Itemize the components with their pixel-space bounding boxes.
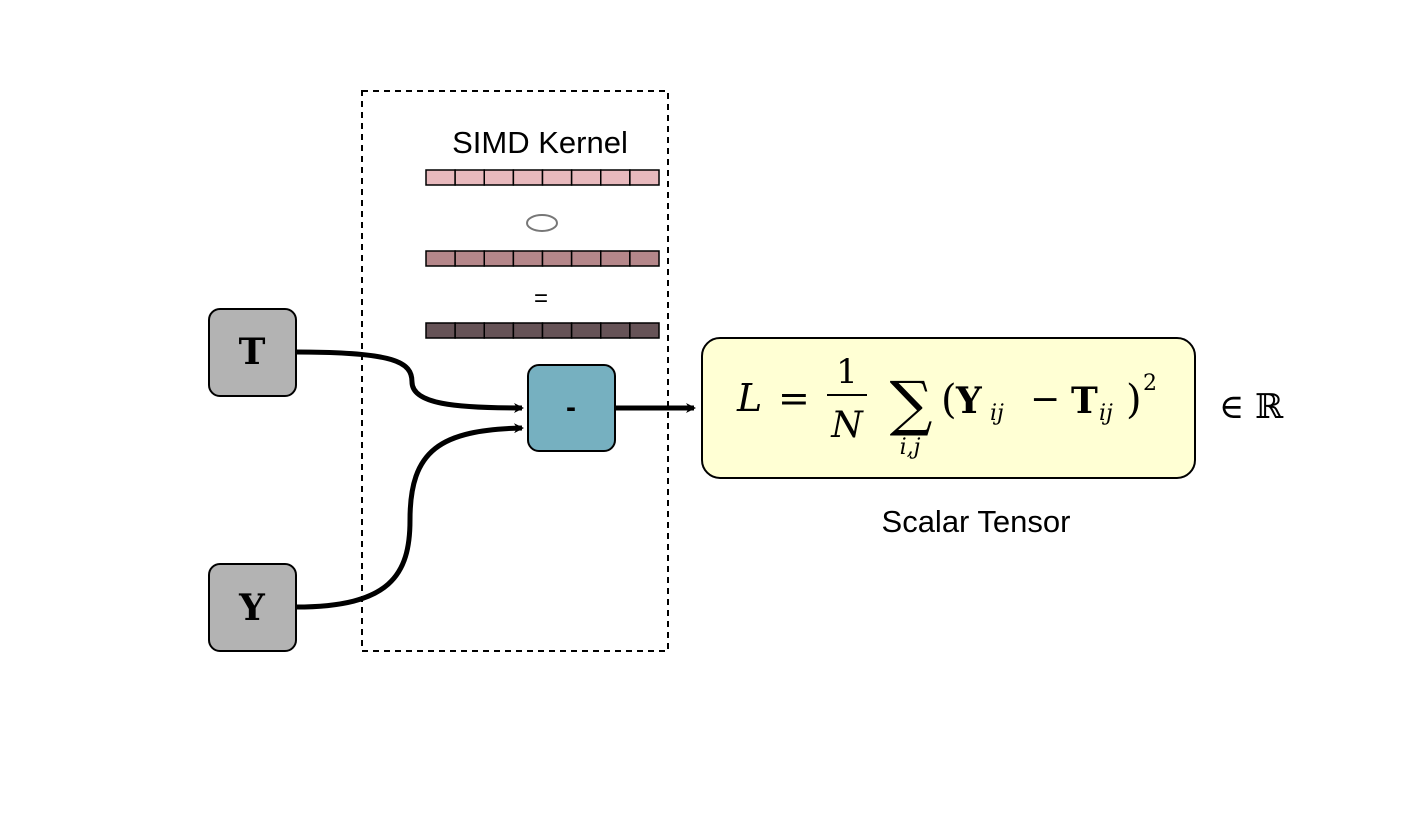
kernel-title: SIMD Kernel bbox=[452, 125, 628, 160]
hadamard-operator-icon bbox=[526, 214, 558, 232]
formula-y-subscript: ij bbox=[990, 401, 1004, 426]
vector-c-lane bbox=[454, 322, 486, 339]
formula-y-symbol: Y bbox=[955, 380, 983, 422]
vector-b-lane bbox=[425, 250, 456, 267]
vector-a-lane bbox=[483, 169, 515, 186]
vector-a-lane bbox=[454, 169, 486, 186]
vector-b-lane bbox=[483, 250, 515, 267]
vector-b-lane bbox=[454, 250, 486, 267]
vector-b-lane bbox=[512, 250, 544, 267]
output-caption: Scalar Tensor bbox=[882, 504, 1071, 539]
input-node-y-label: Y bbox=[238, 587, 266, 629]
input-node-t: T bbox=[208, 308, 297, 397]
input-node-y: Y bbox=[208, 563, 297, 652]
vector-b-lane bbox=[541, 250, 573, 267]
vector-a-lane bbox=[570, 169, 602, 186]
vector-a-lane bbox=[425, 169, 456, 186]
vector-a-lane bbox=[629, 169, 660, 186]
formula-open-paren: ( bbox=[941, 377, 957, 423]
vector-a-lane bbox=[600, 169, 631, 186]
formula-t-subscript: ij bbox=[1099, 401, 1113, 426]
loss-formula: L = 1 N ∑ i,j ( Y ij − T ij ) 2 bbox=[736, 352, 1157, 460]
input-node-t-label: T bbox=[239, 331, 266, 373]
formula-exponent: 2 bbox=[1143, 371, 1157, 396]
vector-c-lane bbox=[600, 322, 631, 339]
formula-equals: = bbox=[778, 376, 810, 420]
output-membership: ∈ ℝ bbox=[1219, 387, 1284, 427]
edge-y-to-subtract bbox=[295, 423, 524, 610]
simd-vectors bbox=[425, 169, 660, 339]
vector-c-lane bbox=[570, 322, 602, 339]
formula-sum-index: i,j bbox=[900, 435, 921, 460]
vector-b-lane bbox=[570, 250, 602, 267]
vector-c-lane bbox=[541, 322, 573, 339]
equals-operator: = bbox=[534, 285, 548, 312]
formula-minus: − bbox=[1030, 379, 1060, 420]
vector-c-lane bbox=[629, 322, 660, 339]
vector-a-lane bbox=[512, 169, 544, 186]
vector-b-lane bbox=[629, 250, 660, 267]
vector-b-lane bbox=[600, 250, 631, 267]
formula-t-symbol: T bbox=[1071, 380, 1098, 422]
vector-c-lane bbox=[425, 322, 456, 339]
vector-c-lane bbox=[483, 322, 515, 339]
vector-c-lane bbox=[512, 322, 544, 339]
formula-lhs: L bbox=[736, 376, 762, 420]
formula-close-paren: ) bbox=[1126, 377, 1142, 423]
formula-denominator: N bbox=[830, 405, 864, 446]
subtract-op-label: - bbox=[566, 391, 576, 424]
formula-sum-icon: ∑ bbox=[890, 369, 933, 439]
edge-t-to-subtract bbox=[295, 349, 524, 413]
vector-a-lane bbox=[541, 169, 573, 186]
subtract-op-node: - bbox=[527, 364, 616, 452]
kernel-boundary bbox=[361, 90, 669, 652]
output-box bbox=[701, 337, 1196, 479]
formula-numerator: 1 bbox=[836, 352, 858, 392]
